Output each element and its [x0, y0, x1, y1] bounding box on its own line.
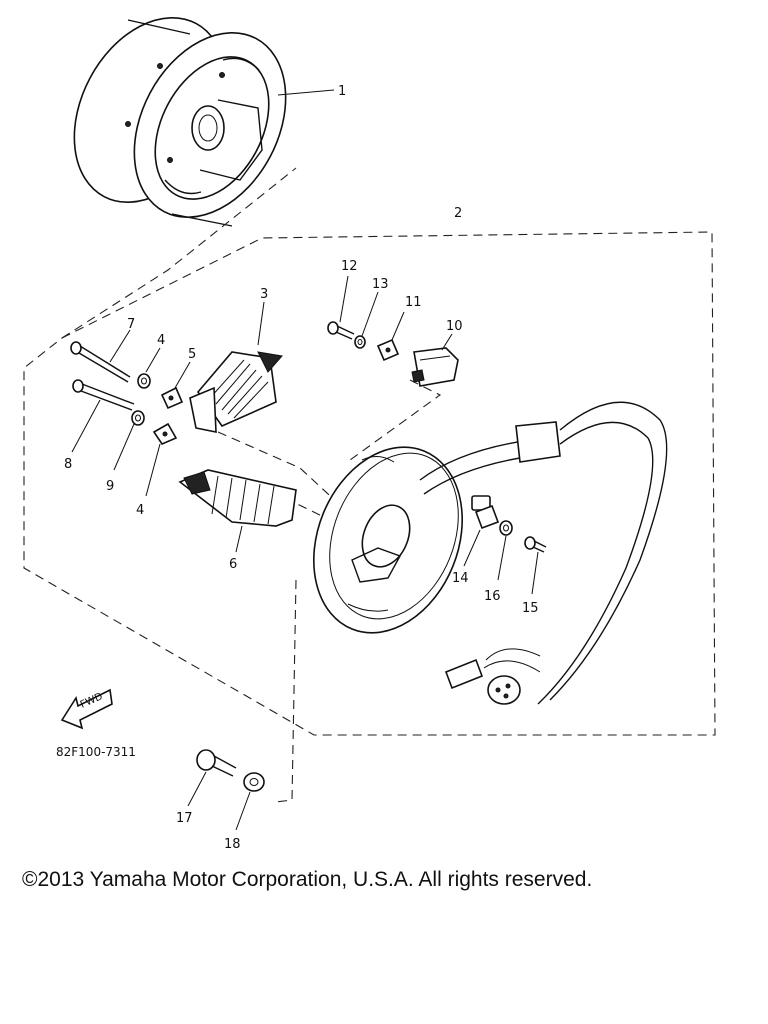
leader-line-4-upper [174, 361, 191, 389]
clamp-4-upper [160, 386, 184, 410]
screw-15 [524, 536, 547, 553]
stator-base-plate [312, 446, 491, 634]
exploded-parts-diagram: 1 2 3 7 8 4 9 [23, 16, 716, 852]
leader-line-17 [187, 771, 207, 807]
callout-17: 17 [176, 811, 193, 826]
leader-line-8 [71, 399, 101, 453]
callout-10: 10 [446, 319, 463, 334]
charge-coil [189, 351, 283, 433]
callout-12: 12 [341, 259, 358, 274]
callout-11: 11 [405, 295, 422, 310]
part-code: 82F100-7311 [56, 745, 136, 759]
screw-8 [72, 379, 135, 411]
clamp-4-lower [152, 422, 178, 445]
leader-line-9 [113, 423, 135, 471]
leader-line-14 [463, 529, 481, 567]
clamp-11 [376, 338, 400, 362]
leader-line-15 [531, 551, 539, 595]
washer-13 [354, 335, 366, 349]
callout-8: 8 [64, 457, 72, 472]
callout-7: 6 [229, 557, 237, 572]
clamp-14 [474, 504, 500, 530]
bolt-17 [196, 749, 237, 777]
leader-line-11 [391, 311, 405, 341]
switch-10 [411, 347, 459, 387]
leader-line-18 [235, 791, 251, 831]
callout-5: 7 [127, 317, 135, 332]
callout-16: 16 [484, 589, 501, 604]
callout-4-upper: 5 [188, 347, 196, 362]
callout-3: 3 [260, 287, 268, 302]
callout-9: 9 [106, 479, 114, 494]
flywheel-rotor [73, 16, 287, 227]
callout-13: 13 [372, 277, 389, 292]
callout-18: 18 [224, 837, 241, 852]
leader-line-12 [339, 275, 349, 323]
washer-6 [137, 373, 151, 389]
screw-12 [327, 321, 355, 340]
leader-line-6 [145, 347, 161, 373]
callout-2: 2 [454, 206, 462, 221]
leader-line-13 [361, 291, 379, 337]
wiring-harness [419, 401, 668, 705]
washer-18 [243, 772, 265, 792]
leader-line-1 [277, 89, 335, 96]
leader-line-10 [441, 333, 453, 351]
leader-line-7 [235, 525, 243, 553]
leader-line-16 [497, 535, 507, 581]
callout-6: 4 [157, 333, 165, 348]
leader-line-3 [257, 301, 265, 346]
callout-4-lower: 4 [136, 503, 144, 518]
callout-15: 15 [522, 601, 539, 616]
callout-14: 14 [452, 571, 469, 586]
leader-line-4-lower [145, 443, 161, 497]
screw-5 [70, 341, 131, 383]
leader-line-5 [109, 329, 131, 363]
lighting-coil [178, 469, 297, 527]
fwd-arrow-icon: FWD [60, 688, 113, 730]
washer-16 [499, 520, 513, 536]
washer-9 [131, 410, 145, 426]
copyright-notice: ©2013 Yamaha Motor Corporation, U.S.A. A… [22, 868, 593, 891]
callout-1: 1 [338, 84, 346, 99]
